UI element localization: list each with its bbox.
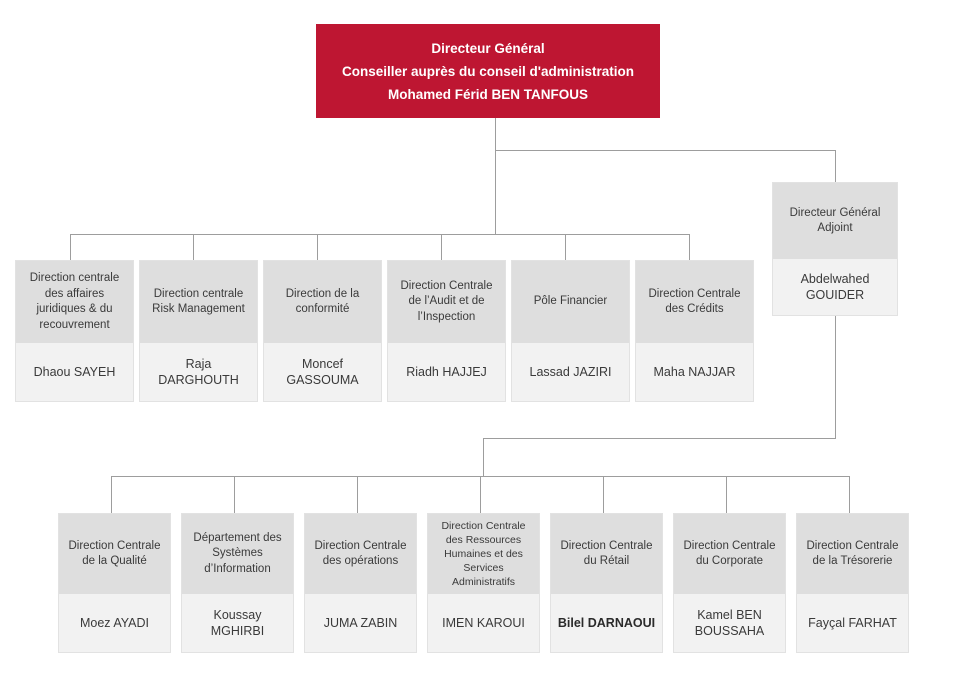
connector-deputy-to-row3 [483,438,836,439]
node-person: Riadh HAJJEJ [388,343,505,401]
connector-trunk-to-row2 [495,150,496,234]
connector-deputy-drop [835,150,836,182]
connector-row2-drop-4 [441,234,442,260]
connector-deputy-down [835,316,836,439]
connector-row2-bus [70,234,689,235]
node-title: Direction Centrale du Rétail [551,514,662,594]
connector-root-to-deputy [495,150,836,151]
root-person-name: Mohamed Férid BEN TANFOUS [387,86,588,102]
node-title: Pôle Financier [512,261,629,343]
node-person: Koussay MGHIRBI [182,594,293,652]
connector-row3-drop-6 [726,476,727,513]
connector-row3-drop-7 [849,476,850,513]
node-title: Direction Centrale des opérations [305,514,416,594]
node-pole-financier[interactable]: Pôle Financier Lassad JAZIRI [511,260,630,402]
node-person: IMEN KAROUI [428,594,539,652]
node-direction-retail[interactable]: Direction Centrale du Rétail Bilel DARNA… [550,513,663,653]
node-person: Lassad JAZIRI [512,343,629,401]
node-direction-credits[interactable]: Direction Centrale des Crédits Maha NAJJ… [635,260,754,402]
node-title: Département des Systèmes d’Information [182,514,293,594]
node-person: Moez AYADI [59,594,170,652]
node-person: JUMA ZABIN [305,594,416,652]
node-direction-corporate[interactable]: Direction Centrale du Corporate Kamel BE… [673,513,786,653]
node-person: Fayçal FARHAT [797,594,908,652]
node-person: Abdelwahed GOUIDER [773,259,897,315]
root-title-line-1: Directeur Général [431,40,545,56]
connector-row3-drop-5 [603,476,604,513]
node-directeur-general[interactable]: Directeur Général Conseiller auprès du c… [316,24,660,118]
node-direction-ressources-humaines[interactable]: Direction Centrale des Ressources Humain… [427,513,540,653]
node-direction-conformite[interactable]: Direction de la conformité Moncef GASSOU… [263,260,382,402]
node-title: Direction Centrale des Crédits [636,261,753,343]
node-title: Direction de la conformité [264,261,381,343]
node-title: Direction centrale des affaires juridiqu… [16,261,133,343]
node-direction-affaires-juridiques[interactable]: Direction centrale des affaires juridiqu… [15,260,134,402]
node-title: Direction Centrale de l’Audit et de l’In… [388,261,505,343]
node-person: Maha NAJJAR [636,343,753,401]
connector-row2-drop-3 [317,234,318,260]
node-title: Direction Centrale de la Trésorerie [797,514,908,594]
node-title: Direction Centrale du Corporate [674,514,785,594]
connector-row3-drop-1 [111,476,112,513]
node-title: Directeur Général Adjoint [773,183,897,259]
node-direction-risk-management[interactable]: Direction centrale Risk Management Raja … [139,260,258,402]
connector-row3-trunk [483,438,484,476]
connector-row2-drop-2 [193,234,194,260]
node-person: Bilel DARNAOUI [551,594,662,652]
node-direction-tresorerie[interactable]: Direction Centrale de la Trésorerie Fayç… [796,513,909,653]
connector-row2-drop-1 [70,234,71,260]
node-direction-qualite[interactable]: Direction Centrale de la Qualité Moez AY… [58,513,171,653]
node-person: Kamel BEN BOUSSAHA [674,594,785,652]
node-directeur-general-adjoint[interactable]: Directeur Général Adjoint Abdelwahed GOU… [772,182,898,316]
node-direction-audit-inspection[interactable]: Direction Centrale de l’Audit et de l’In… [387,260,506,402]
node-title: Direction Centrale des Ressources Humain… [428,514,539,594]
node-person: Moncef GASSOUMA [264,343,381,401]
node-departement-systemes-information[interactable]: Département des Systèmes d’Information K… [181,513,294,653]
connector-row3-drop-2 [234,476,235,513]
connector-row2-drop-5 [565,234,566,260]
connector-row3-drop-3 [357,476,358,513]
connector-row2-drop-6 [689,234,690,260]
node-direction-operations[interactable]: Direction Centrale des opérations JUMA Z… [304,513,417,653]
node-person: Raja DARGHOUTH [140,343,257,401]
root-title-line-2: Conseiller auprès du conseil d'administr… [341,63,635,79]
connector-root-trunk [495,118,496,150]
node-title: Direction Centrale de la Qualité [59,514,170,594]
node-title: Direction centrale Risk Management [140,261,257,343]
connector-row3-drop-4 [480,476,481,513]
node-person: Dhaou SAYEH [16,343,133,401]
